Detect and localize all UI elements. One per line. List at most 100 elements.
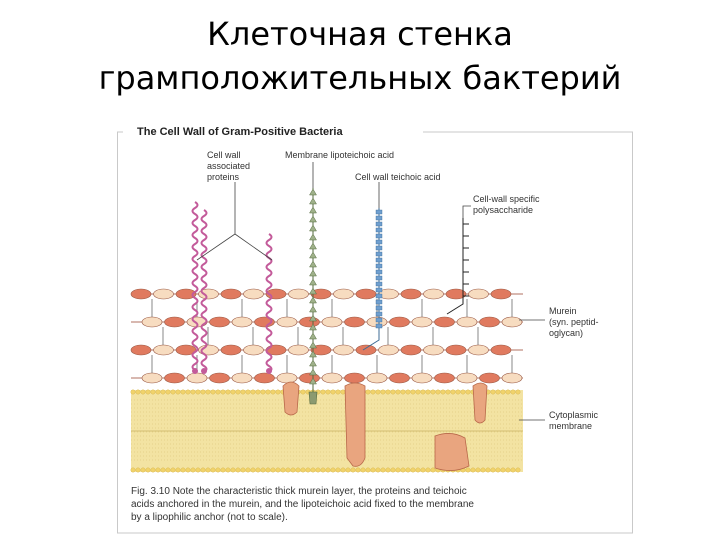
figure-heading: The Cell Wall of Gram-Positive Bacteria bbox=[137, 126, 343, 138]
lipid-head bbox=[415, 467, 421, 473]
murein-unit bbox=[389, 372, 410, 384]
slide-title-line-1: Клеточная стенка bbox=[207, 15, 513, 53]
lipid-head bbox=[405, 389, 411, 395]
murein-unit bbox=[355, 288, 377, 300]
lipid-head bbox=[205, 467, 211, 473]
murein-unit bbox=[366, 372, 388, 384]
teichoic-unit bbox=[375, 239, 383, 245]
lipoteichoic-unit bbox=[309, 215, 317, 223]
lipid-head bbox=[155, 389, 161, 395]
lipid-head bbox=[245, 389, 251, 395]
svg-text:oglycan): oglycan) bbox=[549, 328, 583, 338]
svg-text:Cell-wall specific: Cell-wall specific bbox=[473, 194, 540, 204]
murein-unit bbox=[434, 316, 455, 328]
murein-unit bbox=[434, 372, 455, 384]
membrane-protein bbox=[434, 433, 470, 471]
lipid-head bbox=[140, 467, 146, 473]
murein-unit bbox=[333, 344, 354, 356]
teichoic-unit bbox=[375, 257, 383, 263]
lipoteichoic-unit bbox=[309, 197, 317, 205]
membrane-protein-layer bbox=[282, 381, 488, 471]
lipoteichoic-unit bbox=[309, 233, 317, 241]
lipid-head bbox=[335, 389, 341, 395]
lipoteichoic-unit bbox=[309, 323, 317, 331]
murein-unit bbox=[209, 372, 230, 384]
lipid-head bbox=[170, 389, 176, 395]
lipoteichoic-unit bbox=[309, 332, 317, 340]
murein-unit bbox=[479, 372, 500, 384]
murein-unit bbox=[321, 316, 343, 328]
teichoic-unit bbox=[375, 215, 383, 221]
murein-unit bbox=[321, 372, 343, 384]
lipid-head bbox=[140, 389, 146, 395]
murein-unit bbox=[501, 372, 523, 384]
lipid-head bbox=[220, 389, 226, 395]
teichoic-unit bbox=[375, 245, 383, 251]
teichoic-unit bbox=[375, 317, 383, 323]
svg-text:associated: associated bbox=[207, 161, 250, 171]
murein-unit bbox=[445, 344, 467, 356]
lipid-head bbox=[130, 389, 136, 395]
svg-text:by a lipophilic anchor (not to: by a lipophilic anchor (not to scale). bbox=[131, 512, 288, 523]
murein-unit bbox=[490, 288, 512, 300]
wall-associated-protein bbox=[200, 209, 208, 373]
murein-unit bbox=[490, 344, 512, 356]
lipid-head bbox=[345, 467, 351, 473]
polymer-layer bbox=[191, 188, 469, 405]
lipid-head bbox=[160, 467, 166, 473]
murein-unit bbox=[355, 344, 377, 356]
lipophilic-anchor bbox=[308, 391, 318, 405]
lipid-head bbox=[145, 467, 151, 473]
lipid-head bbox=[150, 389, 156, 395]
murein-unit bbox=[220, 344, 242, 356]
murein-unit bbox=[445, 288, 467, 300]
teichoic-unit bbox=[375, 281, 383, 287]
membrane-protein bbox=[472, 382, 488, 424]
murein-unit bbox=[141, 316, 163, 328]
murein-unit bbox=[231, 372, 253, 384]
lipid-head bbox=[435, 389, 441, 395]
murein-unit bbox=[130, 288, 152, 300]
lipoteichoic-unit bbox=[309, 224, 317, 232]
lipid-head bbox=[495, 467, 501, 473]
lipid-head bbox=[385, 467, 391, 473]
cell-wall-figure: The Cell Wall of Gram-Positive Bacteria … bbox=[117, 124, 633, 534]
teichoic-unit bbox=[375, 293, 383, 299]
polysaccharide-chain bbox=[446, 218, 464, 315]
lipid-head bbox=[450, 389, 456, 395]
slide-title-line-2: грамположительных бактерий bbox=[98, 59, 622, 97]
lipid-head bbox=[460, 389, 466, 395]
lipid-head bbox=[480, 467, 486, 473]
lipid-head bbox=[250, 467, 256, 473]
murein-unit bbox=[254, 372, 275, 384]
lipid-head bbox=[465, 389, 471, 395]
lipid-head bbox=[420, 389, 426, 395]
murein-unit bbox=[501, 316, 523, 328]
lipid-head bbox=[325, 389, 331, 395]
lipid-head bbox=[425, 389, 431, 395]
murein-unit bbox=[220, 288, 242, 300]
lipoteichoic-unit bbox=[309, 278, 317, 286]
label-cell-wall-specific-polysaccharide: Cell-wall specific polysaccharide bbox=[473, 194, 540, 215]
lipid-head bbox=[135, 467, 141, 473]
lipid-head bbox=[430, 467, 436, 473]
lipid-head bbox=[335, 467, 341, 473]
murein-unit bbox=[456, 316, 478, 328]
lipid-head bbox=[180, 389, 186, 395]
murein-unit bbox=[468, 288, 489, 300]
lipid-head bbox=[375, 467, 381, 473]
svg-text:acids anchored in the murein,: acids anchored in the murein, and the li… bbox=[131, 499, 474, 510]
lipid-head bbox=[430, 389, 436, 395]
lipid-head bbox=[500, 467, 506, 473]
lipid-head bbox=[285, 467, 291, 473]
lipoteichoic-unit bbox=[309, 368, 317, 376]
murein-unit bbox=[378, 344, 399, 356]
svg-text:Cell wall: Cell wall bbox=[207, 150, 241, 160]
lipid-head bbox=[320, 389, 326, 395]
lipoteichoic-unit bbox=[309, 242, 317, 250]
lipid-head bbox=[320, 467, 326, 473]
lipid-head bbox=[465, 467, 471, 473]
murein-unit bbox=[423, 288, 444, 300]
murein-unit bbox=[153, 344, 174, 356]
lipid-head bbox=[220, 467, 226, 473]
